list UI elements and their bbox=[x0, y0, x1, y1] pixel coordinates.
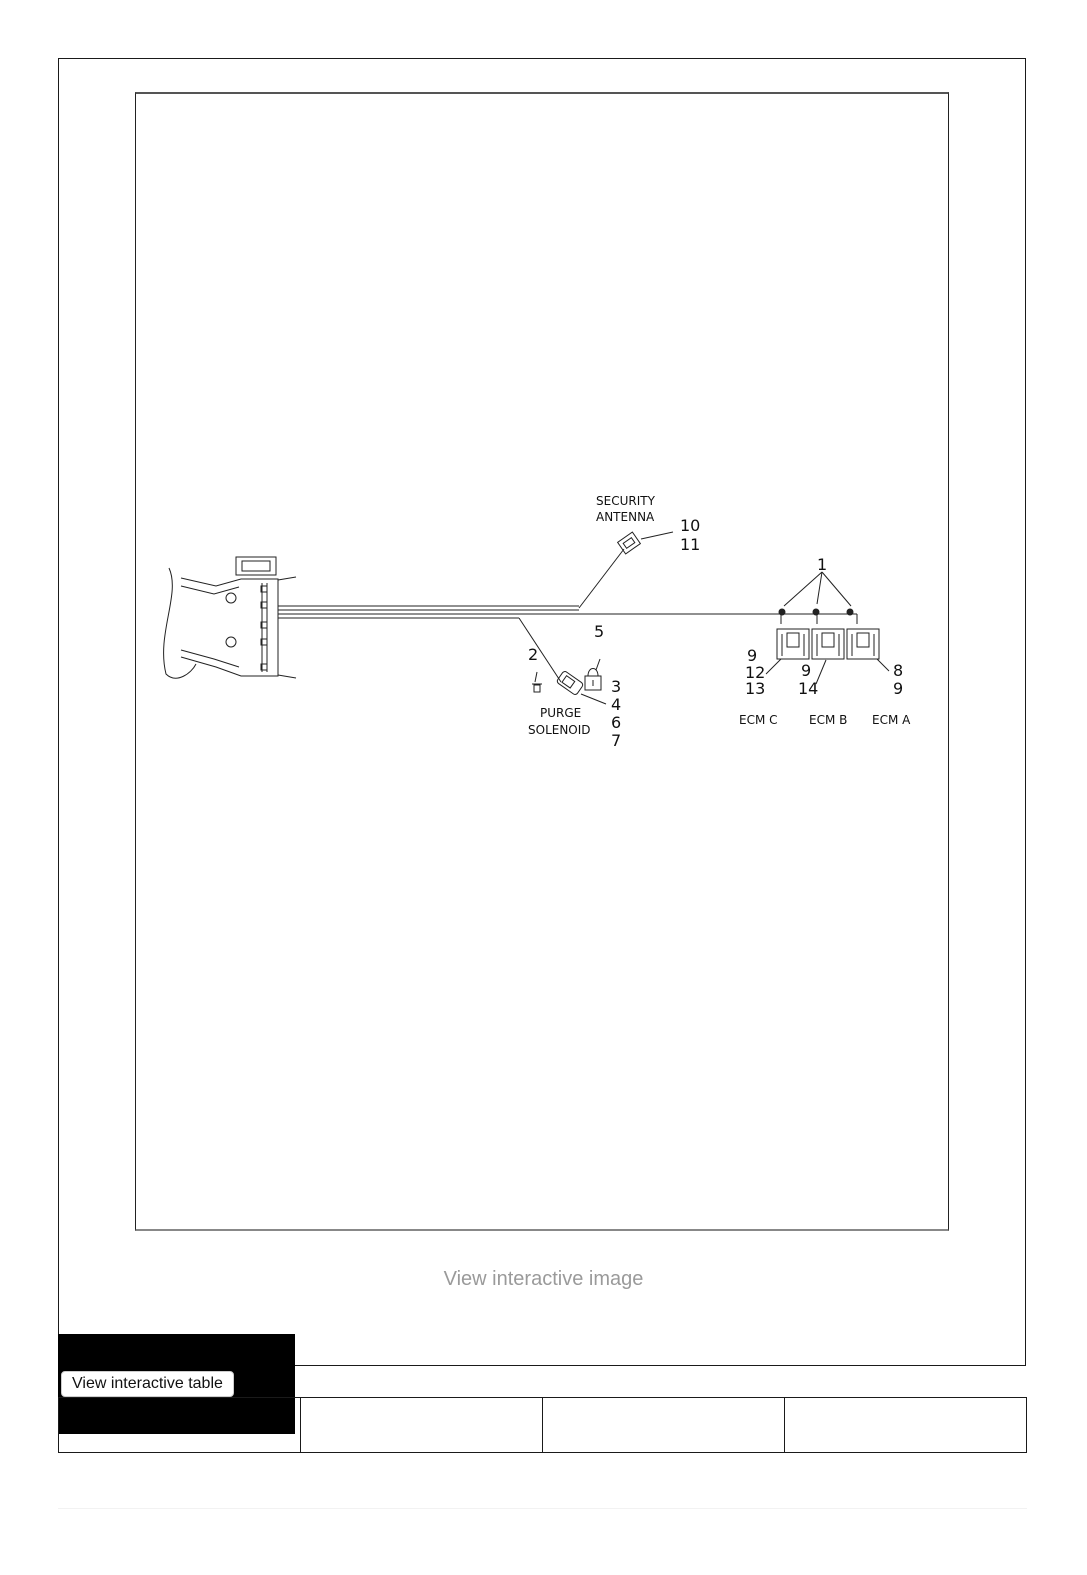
callout-leader-12 bbox=[765, 658, 782, 675]
view-interactive-image-link[interactable]: View interactive image bbox=[443, 1268, 644, 1290]
callout-9-ecm-b: 9 bbox=[801, 661, 811, 680]
callout-7: 7 bbox=[611, 731, 621, 750]
ecm-b-label: ECM B bbox=[809, 713, 847, 727]
bracket-outline bbox=[180, 577, 279, 677]
ecm-a-label: ECM A bbox=[872, 713, 911, 727]
callout-5: 5 bbox=[594, 622, 604, 641]
callout-12: 12 bbox=[745, 663, 765, 682]
callout-11: 11 bbox=[680, 535, 700, 554]
purge-solenoid-label-1: PURGE bbox=[540, 706, 581, 720]
view-interactive-table-button[interactable]: View interactive table bbox=[61, 1371, 234, 1397]
callout-4: 4 bbox=[611, 695, 621, 714]
parts-table bbox=[58, 1397, 1027, 1453]
security-antenna-label-1: SECURITY bbox=[596, 494, 656, 508]
antenna-branch bbox=[578, 548, 625, 609]
callout-8: 8 bbox=[893, 661, 903, 680]
security-antenna-part bbox=[616, 531, 642, 555]
bracket-hole-upper bbox=[225, 592, 237, 604]
wiring-diagram-figure: SECURITY ANTENNA 10 11 1 5 2 3 4 6 7 PUR… bbox=[135, 92, 949, 1231]
purge-solenoid-label-2: SOLENOID bbox=[528, 723, 591, 737]
callout-leader-10 bbox=[640, 531, 674, 540]
ecm-c-module bbox=[776, 628, 810, 660]
purge-solenoid-part bbox=[556, 671, 584, 695]
callout-leader-5 bbox=[595, 658, 601, 671]
ecm-c-label: ECM C bbox=[739, 713, 778, 727]
fastener-part-2 bbox=[532, 671, 542, 693]
wiring-diagram: SECURITY ANTENNA 10 11 1 5 2 3 4 6 7 PUR… bbox=[163, 494, 911, 750]
callout-2: 2 bbox=[528, 645, 538, 664]
ecm-b-module bbox=[811, 628, 845, 660]
body-outline-left bbox=[163, 567, 197, 679]
table-cell bbox=[542, 1397, 785, 1453]
lock-part-5 bbox=[584, 668, 602, 691]
mounting-block bbox=[235, 556, 277, 576]
callout-leader-4 bbox=[580, 693, 607, 705]
callout-leader-1c bbox=[821, 571, 852, 607]
purge-branch bbox=[518, 617, 562, 683]
callout-9-ecm-a: 9 bbox=[893, 679, 903, 698]
document-frame bbox=[58, 58, 1026, 1366]
table-cell bbox=[58, 1397, 301, 1453]
table-cell bbox=[300, 1397, 543, 1453]
callout-9-ecm-c: 9 bbox=[747, 646, 757, 665]
callout-leader-1b bbox=[816, 571, 823, 605]
callout-leader-1a bbox=[783, 571, 823, 607]
divider bbox=[58, 1508, 1027, 1509]
table-cell bbox=[784, 1397, 1027, 1453]
callout-6: 6 bbox=[611, 713, 621, 732]
callout-1: 1 bbox=[817, 555, 827, 574]
ecm-a-module bbox=[846, 628, 880, 660]
table-row bbox=[58, 1397, 1027, 1453]
callout-leader-14 bbox=[815, 659, 827, 685]
callout-10: 10 bbox=[680, 516, 700, 535]
security-antenna-label-2: ANTENNA bbox=[596, 510, 655, 524]
callout-14: 14 bbox=[798, 679, 818, 698]
bracket-hole-lower bbox=[225, 636, 237, 648]
callout-3: 3 bbox=[611, 677, 621, 696]
callout-leader-8 bbox=[876, 658, 890, 672]
callout-13: 13 bbox=[745, 679, 765, 698]
